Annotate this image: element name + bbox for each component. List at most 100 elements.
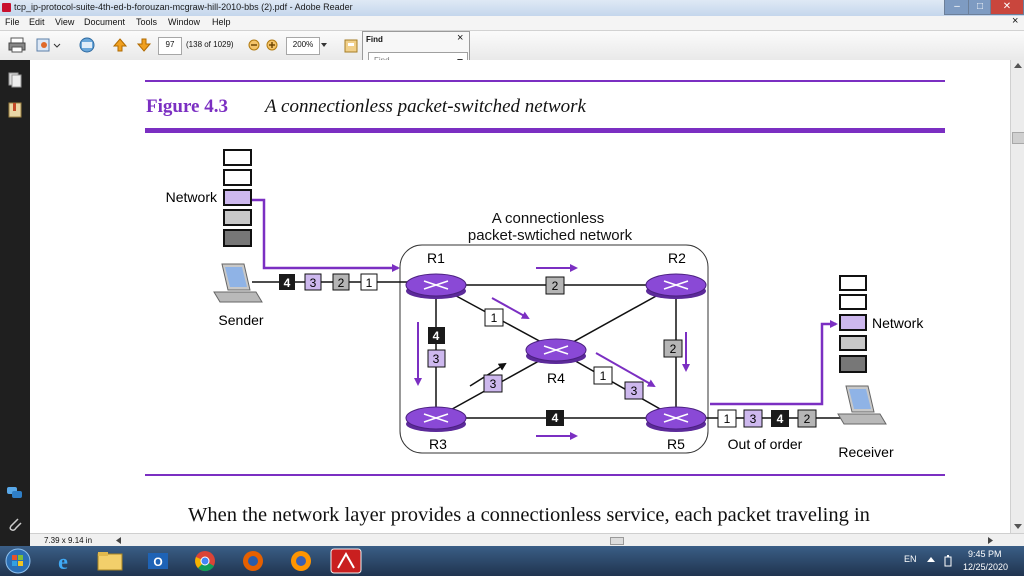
firefox-icon-2[interactable] xyxy=(288,549,314,573)
close-button[interactable]: ✕ xyxy=(990,0,1024,15)
menu-edit[interactable]: Edit xyxy=(29,17,45,27)
share-icon[interactable] xyxy=(36,37,62,53)
print-icon[interactable] xyxy=(8,37,26,53)
menu-window[interactable]: Window xyxy=(168,17,201,27)
scroll-right-icon[interactable] xyxy=(988,537,994,544)
pages-panel-icon[interactable] xyxy=(8,72,22,88)
packet-2-sender: 2 xyxy=(332,273,350,291)
input-path-arrow xyxy=(252,198,400,272)
adobe-reader-icon xyxy=(2,3,11,12)
status-bar: 7.39 x 9.14 in xyxy=(30,533,1024,547)
network-stack-right xyxy=(839,275,867,373)
receiver-laptop-icon xyxy=(837,385,887,425)
svg-text:O: O xyxy=(153,555,162,569)
svg-text:4: 4 xyxy=(552,411,559,425)
svg-text:1: 1 xyxy=(491,311,498,325)
scroll-up-icon[interactable] xyxy=(1014,63,1022,69)
figure-title: A connectionless packet-switched network xyxy=(263,96,587,117)
horizontal-scroll-thumb[interactable] xyxy=(610,537,624,545)
network-title-line2: packet-swtiched network xyxy=(468,227,633,244)
maximize-button[interactable]: □ xyxy=(968,0,992,15)
svg-text:e: e xyxy=(58,549,68,573)
save-document-icon[interactable] xyxy=(344,37,360,55)
router-r2 xyxy=(645,273,707,299)
battery-icon[interactable] xyxy=(944,555,952,567)
packet-4-r3-r5: 4 xyxy=(546,410,564,426)
zoom-level-input[interactable]: 200% xyxy=(286,37,320,55)
svg-text:3: 3 xyxy=(310,276,317,290)
scroll-thumb[interactable] xyxy=(1012,132,1024,144)
packet-3-sender: 3 xyxy=(304,273,322,291)
menu-tools[interactable]: Tools xyxy=(136,17,158,27)
network-label-right: Network xyxy=(872,315,924,331)
packet-3-r3-r4: 3 xyxy=(483,374,503,393)
scroll-left-icon[interactable] xyxy=(116,537,122,544)
sender-label: Sender xyxy=(218,312,263,328)
page-count: (138 of 1029) xyxy=(186,40,234,49)
find-close-button[interactable]: × xyxy=(457,32,464,44)
packet-1-r4-r5: 1 xyxy=(593,366,613,385)
tray-expand-icon[interactable] xyxy=(927,557,935,563)
clock-time[interactable]: 9:45 PM xyxy=(968,549,1002,559)
svg-text:1: 1 xyxy=(600,369,607,383)
toolbar: 97 (138 of 1029) 200% xyxy=(0,31,1024,61)
collaborate-icon[interactable] xyxy=(76,36,98,54)
page-size-label: 7.39 x 9.14 in xyxy=(44,536,93,545)
router-r2-label: R2 xyxy=(668,250,686,266)
clock-date[interactable]: 12/25/2020 xyxy=(963,562,1009,572)
network-boundary xyxy=(399,244,709,454)
internet-explorer-icon[interactable]: e xyxy=(48,549,78,573)
menu-file[interactable]: File xyxy=(5,17,20,27)
router-r4 xyxy=(525,338,587,364)
svg-text:3: 3 xyxy=(631,384,638,398)
menu-view[interactable]: View xyxy=(55,17,75,27)
packet-3-r1-r3: 3 xyxy=(427,349,446,368)
network-title-line1: A connectionless xyxy=(492,210,605,227)
document-page: Figure 4.3 A connectionless packet-switc… xyxy=(30,60,1010,533)
find-panel-title: Find xyxy=(366,35,383,44)
outlook-icon[interactable]: O xyxy=(144,550,172,572)
sender-laptop-icon xyxy=(213,263,263,303)
header-rule-bottom xyxy=(145,128,945,133)
title-bar: tcp_ip-protocol-suite-4th-ed-b-forouzan-… xyxy=(0,0,1024,17)
comments-panel-icon[interactable] xyxy=(6,486,24,500)
scroll-down-icon[interactable] xyxy=(1014,524,1022,530)
page-number-input[interactable]: 97 xyxy=(158,37,182,55)
bookmarks-panel-icon[interactable] xyxy=(8,102,22,118)
router-r3 xyxy=(405,406,467,432)
vertical-scrollbar[interactable] xyxy=(1010,60,1024,533)
packet-4-sender: 4 xyxy=(279,274,295,290)
document-close-button[interactable]: × xyxy=(1012,15,1019,27)
attachments-panel-icon[interactable] xyxy=(7,516,23,534)
router-r5 xyxy=(645,406,707,432)
flow-arrow-r1-r4 xyxy=(491,297,530,319)
packet-4-received: 4 xyxy=(771,410,789,427)
file-explorer-icon[interactable] xyxy=(96,550,124,572)
zoom-dropdown-icon[interactable] xyxy=(320,42,328,48)
zoom-in-icon[interactable] xyxy=(266,39,278,51)
menu-help[interactable]: Help xyxy=(212,17,231,27)
packet-1-r1-r4: 1 xyxy=(484,308,504,327)
minimize-button[interactable]: – xyxy=(944,0,970,15)
packet-2-received: 2 xyxy=(797,409,817,428)
menu-document[interactable]: Document xyxy=(84,17,126,27)
packet-3-r4-r5: 3 xyxy=(624,381,644,400)
router-r3-label: R3 xyxy=(429,436,447,452)
adobe-reader-taskbar-icon[interactable] xyxy=(330,548,362,574)
previous-page-icon[interactable] xyxy=(112,37,128,53)
svg-text:3: 3 xyxy=(490,377,497,391)
packet-2-r1-r2: 2 xyxy=(545,276,565,295)
figure-canvas: Figure 4.3 A connectionless packet-switc… xyxy=(145,80,945,526)
next-page-icon[interactable] xyxy=(136,37,152,53)
firefox-icon[interactable] xyxy=(240,549,266,573)
packet-1-sender: 1 xyxy=(360,273,378,291)
figure-label: Figure 4.3 xyxy=(146,96,228,117)
out-of-order-label: Out of order xyxy=(728,436,803,452)
language-indicator[interactable]: EN xyxy=(904,554,917,564)
svg-text:3: 3 xyxy=(750,412,757,426)
zoom-out-icon[interactable] xyxy=(248,39,260,51)
packet-1-received: 1 xyxy=(717,409,737,428)
svg-text:1: 1 xyxy=(366,276,373,290)
start-button-icon[interactable] xyxy=(5,548,31,574)
chrome-icon[interactable] xyxy=(192,549,218,573)
